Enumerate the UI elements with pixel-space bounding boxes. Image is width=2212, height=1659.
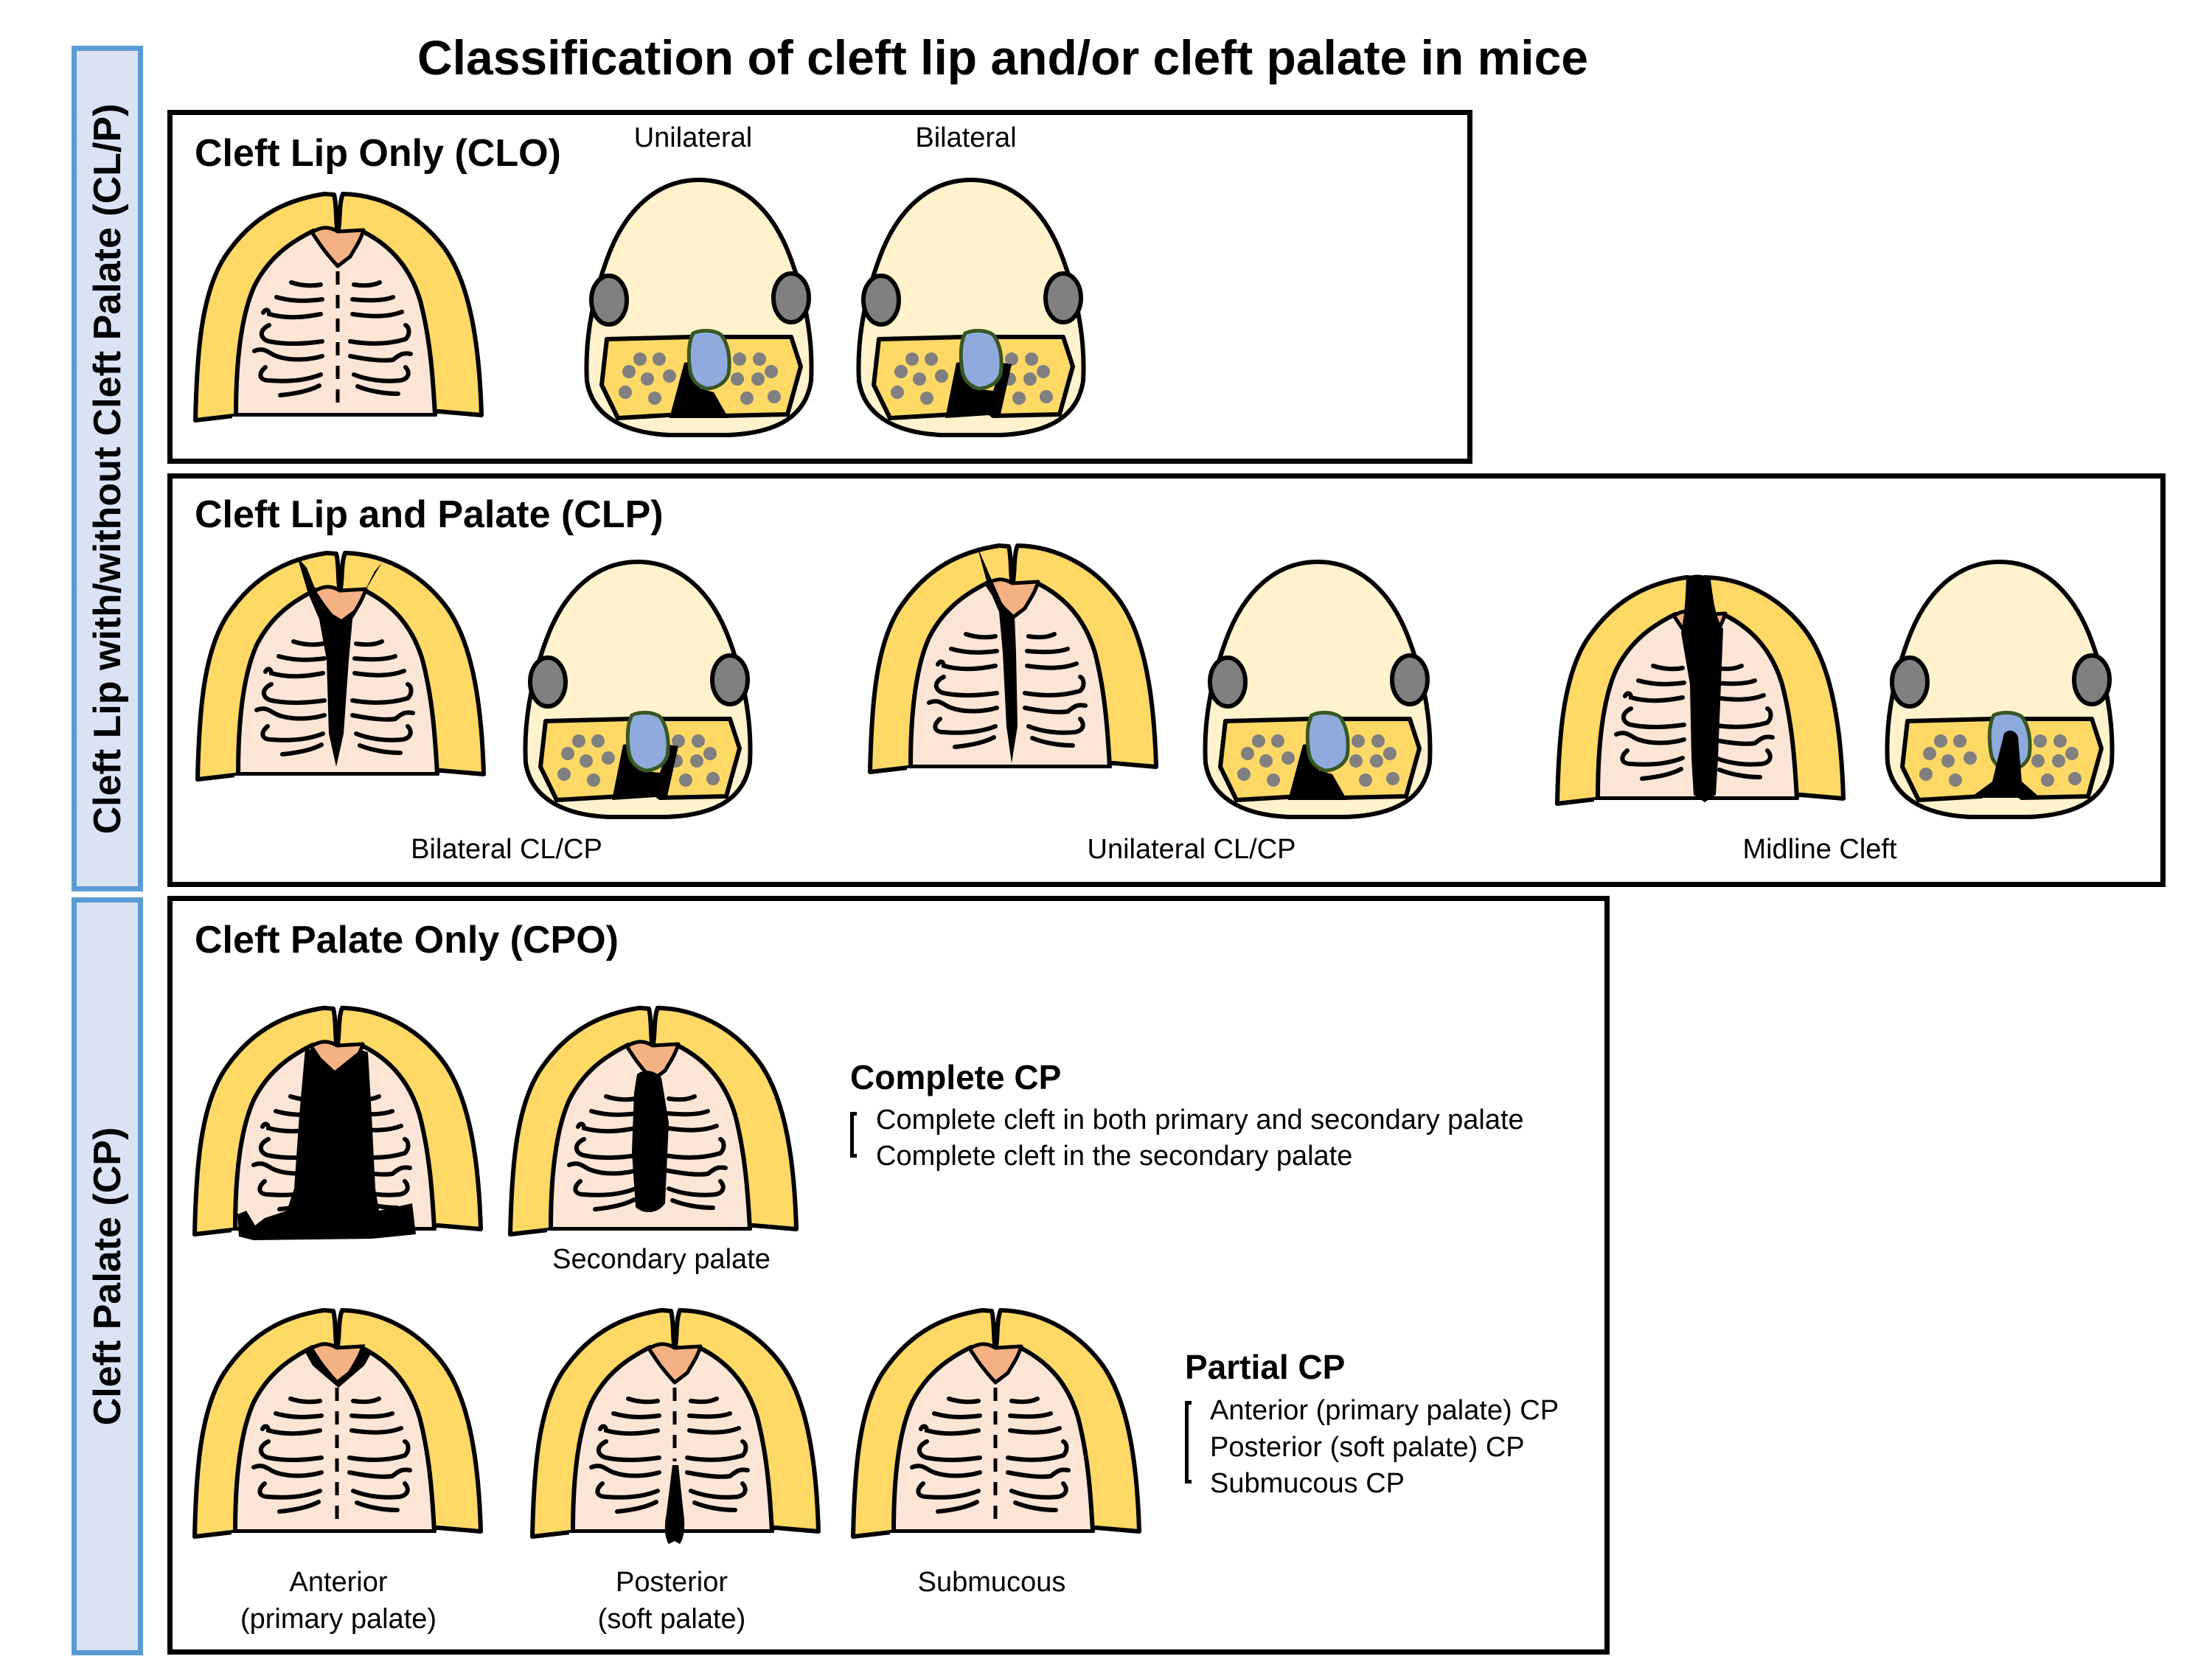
cleft-mark xyxy=(977,546,1018,763)
label-anterior-sub: (primary palate) xyxy=(240,1604,437,1635)
cleft-mark xyxy=(669,361,728,418)
complete-cp-item: Complete cleft in the secondary palate xyxy=(876,1141,1353,1172)
head-diagram-unilateral-clcp xyxy=(1200,560,1436,818)
side-group-clp: Cleft Lip with/without Cleft Palate (CL/… xyxy=(72,46,143,891)
palate-diagram-posterior xyxy=(532,1307,820,1544)
partial-cp-bracket xyxy=(1185,1401,1192,1484)
label-posterior-sub: (soft palate) xyxy=(597,1604,746,1635)
palate-diagram-normal xyxy=(195,190,483,420)
head-diagram-clo-unilateral xyxy=(581,178,817,437)
palate-diagram-secondary-palate xyxy=(510,1004,798,1234)
side-group-cp: Cleft Palate (CP) xyxy=(72,897,143,1655)
partial-cp-item: Posterior (soft palate) CP xyxy=(1210,1432,1525,1463)
label-posterior: Posterior xyxy=(615,1567,728,1598)
partial-cp-item: Anterior (primary palate) CP xyxy=(1210,1395,1559,1426)
palate-diagram-anterior xyxy=(195,1307,482,1537)
palate-diagram-bilateral-clcp xyxy=(198,549,485,779)
side-group-cp-label: Cleft Palate (CP) xyxy=(86,1127,129,1426)
label-submucous: Submucous xyxy=(917,1567,1066,1598)
head-diagram-clo-bilateral xyxy=(853,178,1089,437)
panel-clp-title: Cleft Lip and Palate (CLP) xyxy=(195,493,664,536)
head-diagram-midline-cleft xyxy=(1882,560,2118,818)
label-secondary-palate: Secondary palate xyxy=(552,1244,771,1275)
palate-diagram-complete-cp xyxy=(195,1004,482,1240)
cleft-mark xyxy=(1288,743,1347,800)
label-anterior: Anterior xyxy=(289,1567,388,1598)
partial-cp-item: Submucous CP xyxy=(1210,1468,1405,1499)
complete-cp-item: Complete cleft in both primary and secon… xyxy=(876,1105,1524,1135)
cleft-mark xyxy=(664,1465,685,1544)
cleft-mark xyxy=(632,1071,669,1212)
cleft-mark xyxy=(237,1048,416,1240)
panel-clo-title: Cleft Lip Only (CLO) xyxy=(195,132,561,175)
label-bilateral-clcp: Bilateral CL/CP xyxy=(411,834,602,865)
label-midline-cleft: Midline Cleft xyxy=(1742,834,1897,865)
partial-cp-heading: Partial CP xyxy=(1185,1348,1346,1386)
side-group-clp-label: Cleft Lip with/without Cleft Palate (CL/… xyxy=(86,103,129,834)
complete-cp-heading: Complete CP xyxy=(850,1058,1062,1096)
cleft-mark xyxy=(1681,574,1723,802)
label-clo-bilateral: Bilateral xyxy=(915,122,1017,153)
label-unilateral-clcp: Unilateral CL/CP xyxy=(1087,834,1296,865)
cleft-mark xyxy=(297,557,382,767)
palate-diagram-midline-cleft xyxy=(1557,574,1845,804)
complete-cp-bracket xyxy=(850,1112,857,1158)
palate-diagram-submucous xyxy=(853,1307,1141,1537)
panel-clp xyxy=(167,473,2166,887)
label-clo-unilateral: Unilateral xyxy=(633,122,753,153)
head-diagram-bilateral-clcp xyxy=(520,560,756,818)
figure-title: Classification of cleft lip and/or cleft… xyxy=(417,30,1589,85)
cleft-mark xyxy=(1970,730,2040,798)
palate-diagram-unilateral-clcp xyxy=(870,542,1158,772)
panel-cpo-title: Cleft Palate Only (CPO) xyxy=(195,919,619,961)
